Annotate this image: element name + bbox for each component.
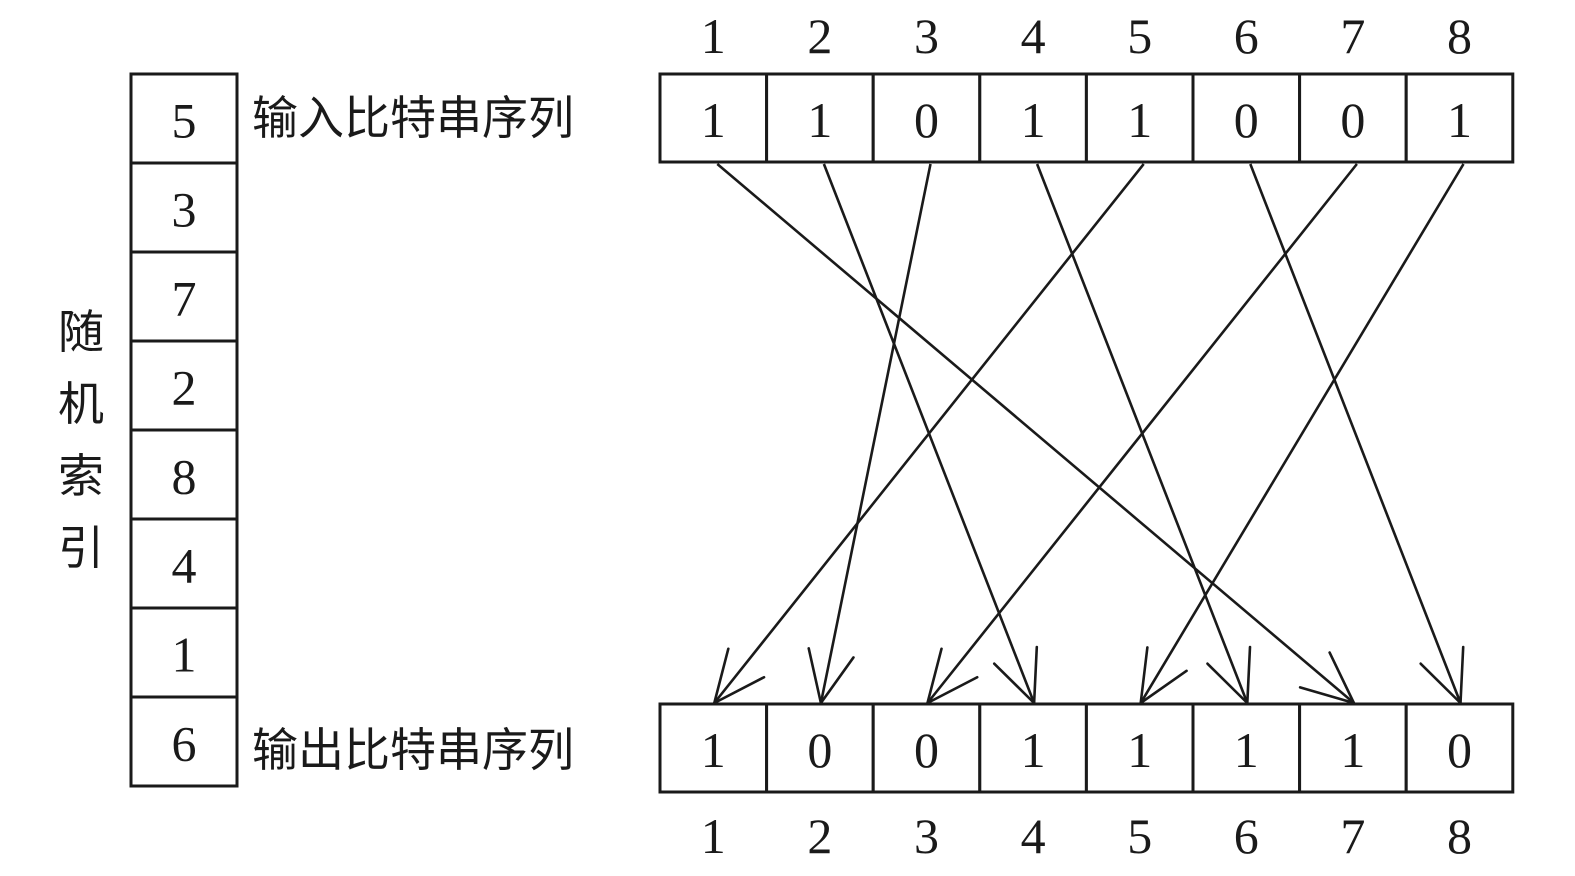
position-number: 3: [914, 808, 939, 864]
bit-cell: [1404, 702, 1515, 794]
random-index-value: 1: [172, 627, 197, 683]
random-index-cell: [129, 517, 239, 610]
permutation-arrow: [807, 163, 932, 705]
random-index-label-char: 引: [58, 521, 104, 575]
random-index-cell: [129, 161, 239, 254]
bit-value: 1: [701, 722, 726, 778]
input-position-numbers: 1 2 3 4 5 6 7 8: [701, 8, 1472, 64]
permutation-arrows: [712, 163, 1465, 705]
random-index-label-char: 机: [58, 377, 104, 431]
random-index-value: 2: [172, 360, 197, 416]
bit-value: 0: [914, 92, 939, 148]
permutation-arrow: [1139, 163, 1465, 705]
input-sequence-label: 输入比特串序列: [252, 91, 574, 145]
permutation-arrow: [1249, 163, 1465, 705]
bit-value: 0: [1234, 92, 1259, 148]
bit-cell: [871, 702, 982, 794]
bit-cell: [1084, 702, 1195, 794]
random-index-cell: [129, 695, 239, 788]
position-number: 1: [701, 8, 726, 64]
position-number: 7: [1340, 8, 1365, 64]
position-number: 3: [914, 8, 939, 64]
bit-value: 1: [1127, 92, 1152, 148]
bit-value: 1: [1234, 722, 1259, 778]
bit-value: 1: [701, 92, 726, 148]
bit-cell: [1298, 702, 1408, 794]
position-number: 5: [1127, 808, 1152, 864]
position-number: 8: [1447, 808, 1472, 864]
bit-value: 1: [807, 92, 832, 148]
random-index-label-char: 随: [58, 305, 104, 359]
permutation-arrow: [716, 163, 1356, 705]
bit-value: 1: [1021, 722, 1046, 778]
position-number: 8: [1447, 8, 1472, 64]
bit-value: 0: [1447, 722, 1472, 778]
bit-cell: [978, 702, 1088, 794]
bit-cell: [1404, 72, 1515, 164]
position-number: 6: [1234, 808, 1259, 864]
position-number: 4: [1021, 808, 1046, 864]
position-number: 4: [1021, 8, 1046, 64]
bit-value: 1: [1021, 92, 1046, 148]
bit-value: 0: [914, 722, 939, 778]
random-index-value: 3: [172, 182, 197, 238]
position-number: 1: [701, 808, 726, 864]
bit-cell: [658, 72, 769, 164]
output-position-numbers: 1 2 3 4 5 6 7 8: [701, 808, 1472, 864]
bit-value: 0: [1340, 92, 1365, 148]
position-number: 5: [1127, 8, 1152, 64]
random-index-value: 7: [172, 271, 197, 327]
random-index-value: 8: [172, 449, 197, 505]
position-number: 6: [1234, 8, 1259, 64]
bit-cell: [658, 702, 769, 794]
random-index-column: 5 3 7 2 8 4 1 6: [129, 72, 239, 788]
random-index-label-char: 索: [58, 449, 104, 503]
random-index-value: 5: [172, 93, 197, 149]
bit-value: 0: [807, 722, 832, 778]
random-index-cell: [129, 339, 239, 432]
output-bit-row: 1 0 0 1 1 1 1 0: [658, 702, 1515, 794]
position-number: 7: [1340, 808, 1365, 864]
random-index-value: 4: [172, 538, 197, 594]
position-number: 2: [807, 808, 832, 864]
bit-cell: [765, 72, 875, 164]
bit-cell: [1191, 72, 1302, 164]
bit-cell: [765, 702, 875, 794]
bit-value: 1: [1340, 722, 1365, 778]
position-number: 2: [807, 8, 832, 64]
output-sequence-label: 输出比特串序列: [252, 723, 574, 777]
input-bit-row: 1 1 0 1 1 0 0 1: [658, 72, 1515, 164]
bit-value: 1: [1447, 92, 1472, 148]
bit-cell: [1084, 72, 1195, 164]
bit-cell: [1191, 702, 1302, 794]
permutation-arrow: [712, 163, 1145, 705]
permutation-arrow: [926, 163, 1358, 705]
bit-value: 1: [1127, 722, 1152, 778]
bit-cell: [978, 72, 1088, 164]
random-index-cell: [129, 72, 239, 165]
random-index-value: 6: [172, 716, 197, 772]
